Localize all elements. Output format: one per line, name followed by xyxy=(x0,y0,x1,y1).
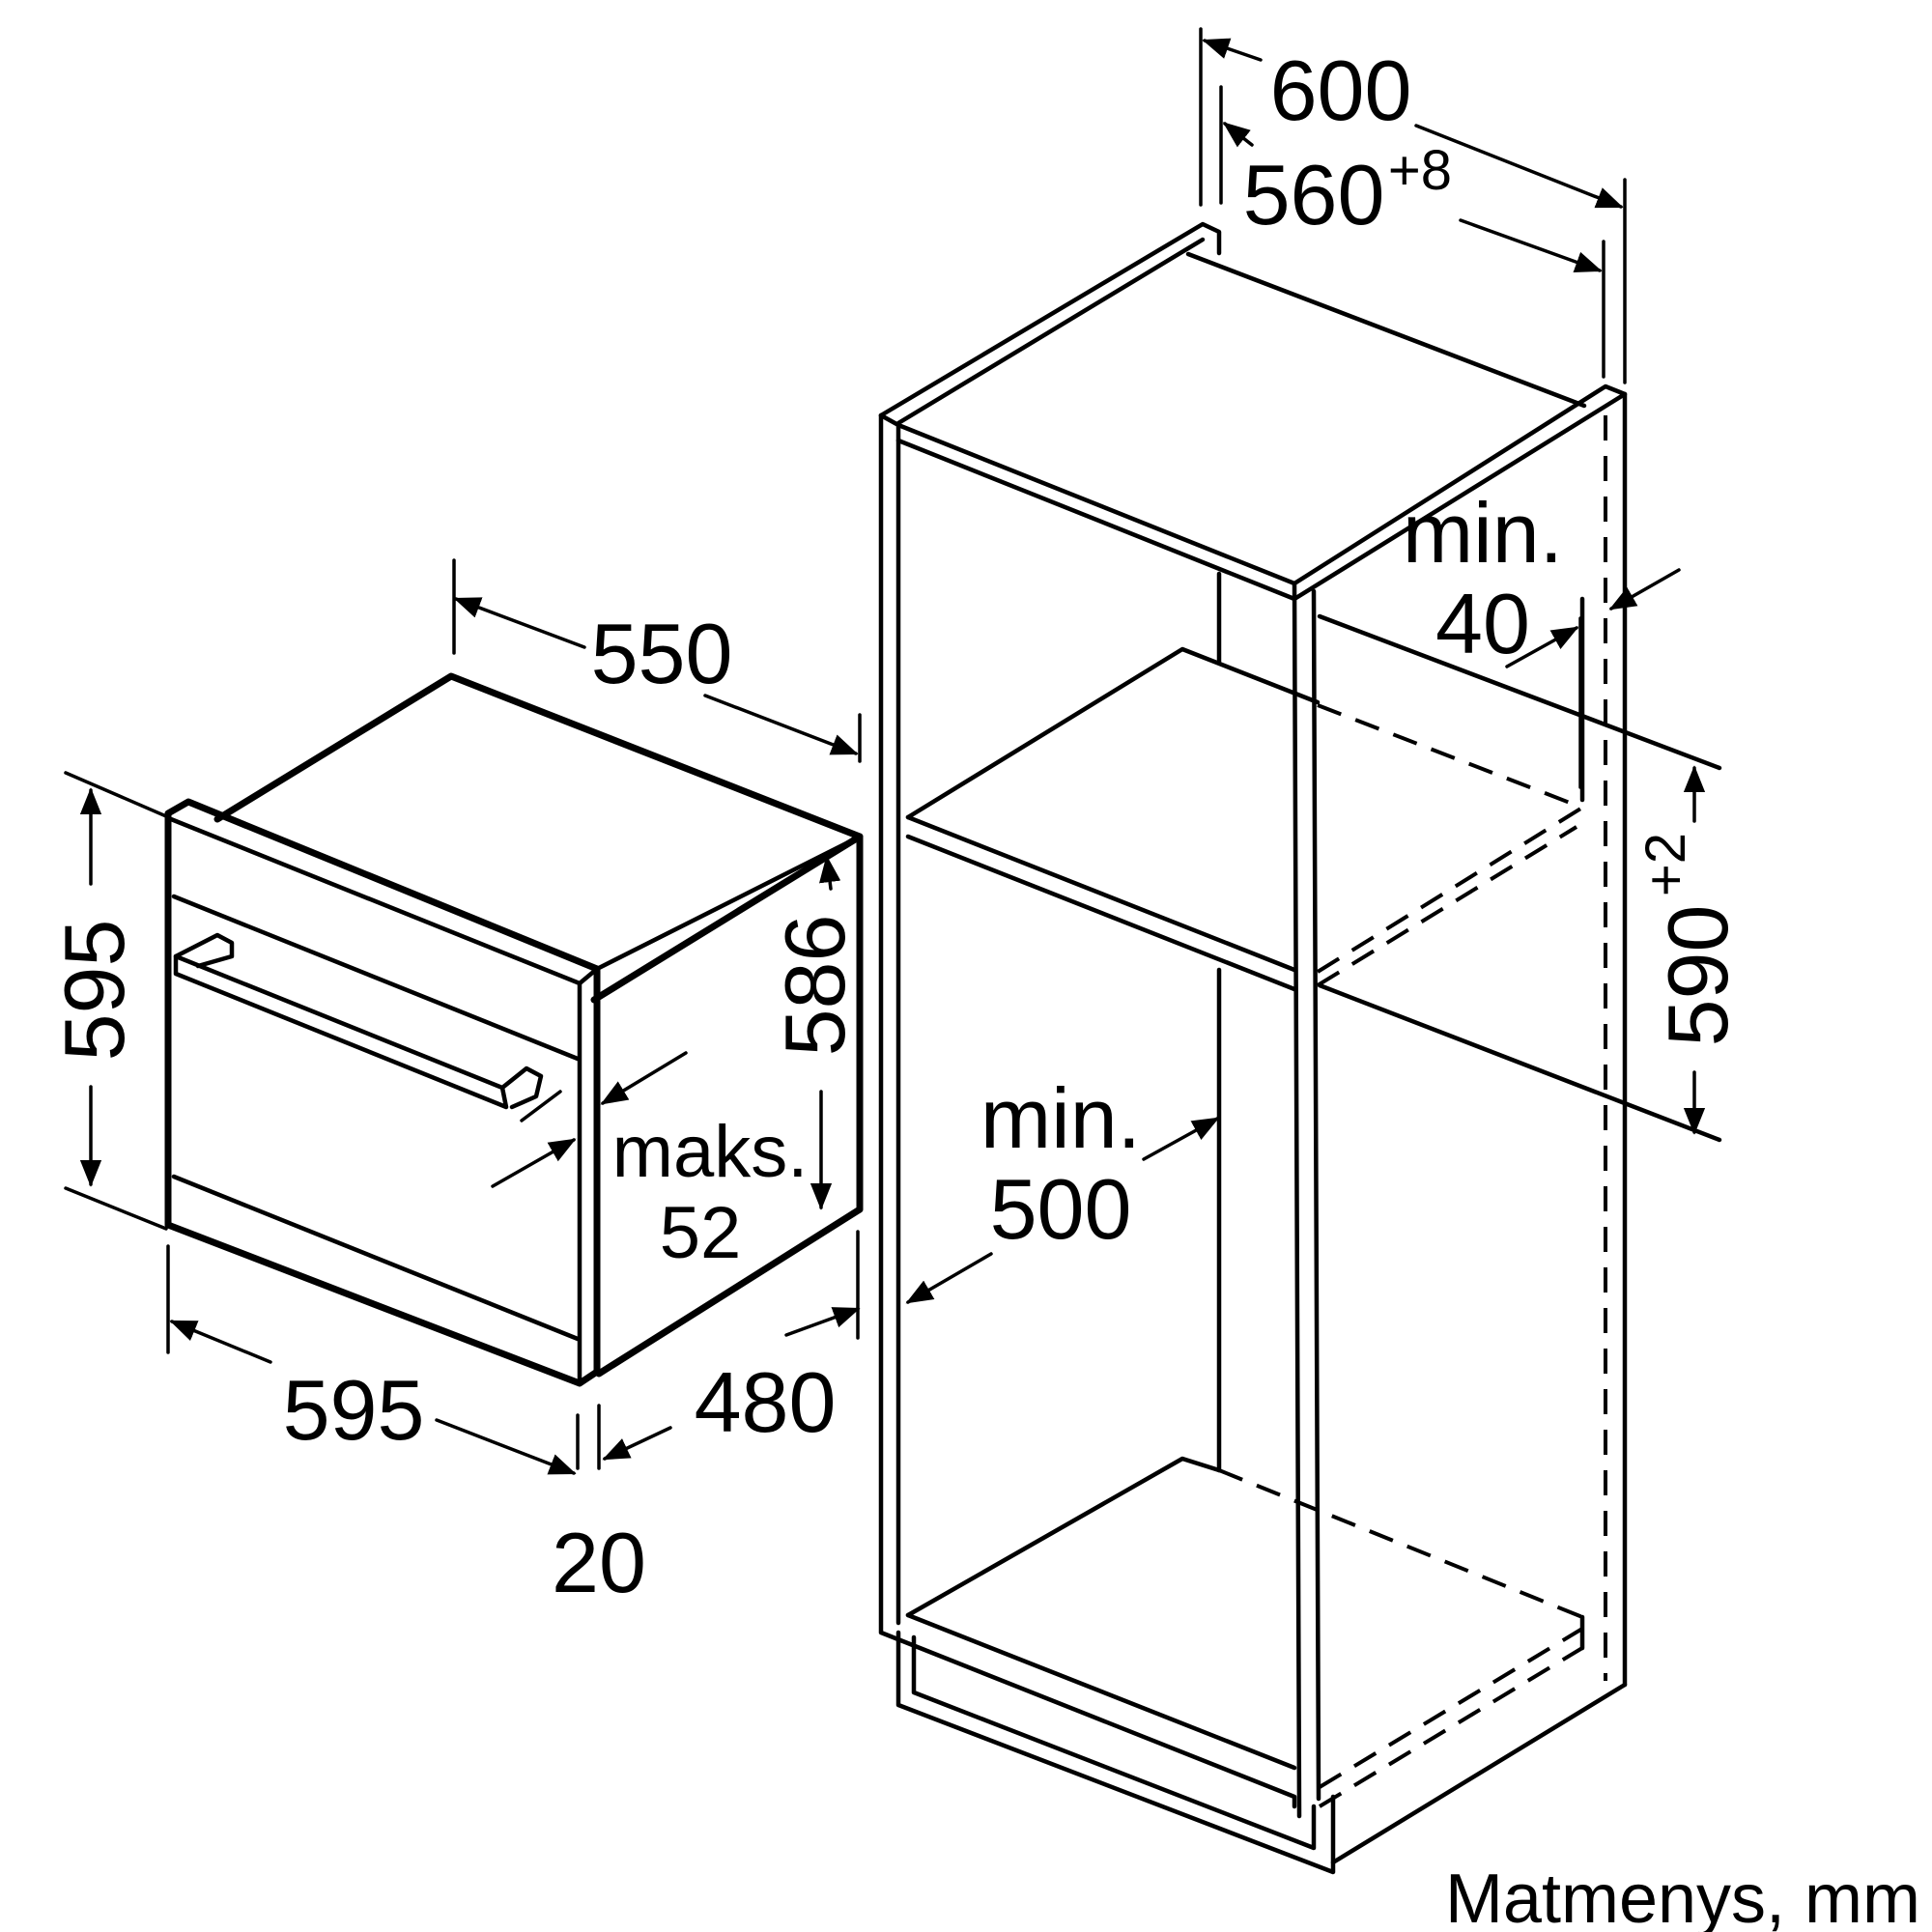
oven-body-depth-label: 480 xyxy=(695,1354,837,1450)
niche-depth-label: 560 xyxy=(1243,147,1385,242)
niche-depth-tolerance: +8 xyxy=(1388,139,1452,202)
oven-depth-label: 550 xyxy=(591,606,733,701)
cabinet-shelf xyxy=(905,646,1321,820)
oven-height-label: 595 xyxy=(46,920,142,1062)
oven-right-side xyxy=(595,833,864,1378)
niche-height-tolerance: +2 xyxy=(1634,833,1697,896)
oven-top-face xyxy=(213,672,864,1004)
shelf-depth-value: 500 xyxy=(990,1161,1132,1257)
handle-max-label: maks. xyxy=(612,1111,809,1193)
handle-max-value: 52 xyxy=(660,1192,742,1274)
cabinet-drawing xyxy=(878,221,1722,1875)
oven-front-height-label: 586 xyxy=(767,915,863,1057)
rear-gap-label: min. xyxy=(1403,485,1563,581)
rear-gap-value: 40 xyxy=(1435,576,1530,671)
dimension-lines xyxy=(64,27,1706,1475)
shelf-depth-label: min. xyxy=(980,1070,1141,1166)
oven-handle xyxy=(173,953,509,1110)
oven-drawing xyxy=(164,672,864,1387)
units-caption: Matmenys, mm xyxy=(1445,1861,1920,1932)
oven-width-label: 595 xyxy=(283,1362,425,1458)
cabinet-depth-label: 600 xyxy=(1270,43,1412,138)
niche-height-label: 590 xyxy=(1650,905,1746,1047)
front-panel-thickness-label: 20 xyxy=(552,1515,646,1610)
oven-front-panel xyxy=(164,798,601,1387)
cabinet-top-board xyxy=(895,384,1628,602)
